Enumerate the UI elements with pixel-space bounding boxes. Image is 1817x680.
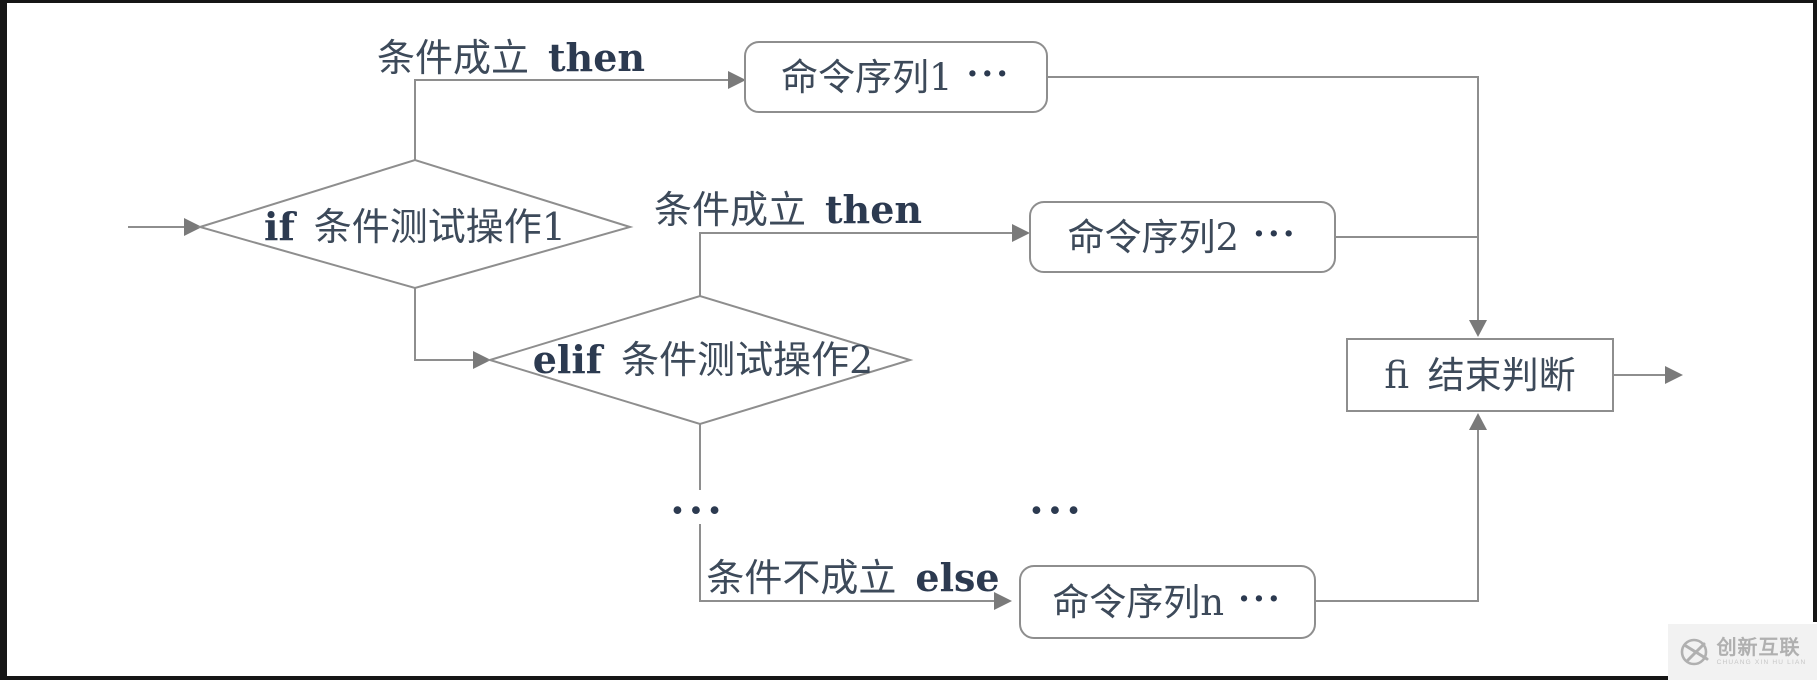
elif-arrowhead [473,351,491,369]
if-to-elif-line [414,288,473,361]
continuation-dots-left: ··· [670,486,726,535]
fi-box-shape [1346,338,1614,412]
if-diamond-shape [196,158,634,290]
boxn-shape [1019,565,1316,639]
else-cn: 条件不成立 [706,556,897,600]
else-arrowhead [994,592,1012,610]
then2-cn: 条件成立 [653,188,807,232]
start-arrowhead [184,218,202,236]
then2-arrowhead [1012,224,1030,242]
if-text: 条件测试操作1 [313,205,566,249]
else-kw: else [915,555,1000,600]
frame-left [0,0,7,680]
watermark-brand: 创新互联 [1716,636,1801,659]
fi-box-label: fi 结束判断 [1347,339,1613,411]
frame-top [0,0,1817,3]
watermark: 创新互联 CHUANG XIN HU LIAN [1668,624,1817,680]
box1-label: 命令序列1 ··· [745,42,1047,112]
box1-shape [744,41,1048,113]
watermark-text: 创新互联 CHUANG XIN HU LIAN [1717,638,1807,667]
elif-keyword: elif [532,337,603,382]
boxn-to-fi-line [1315,430,1479,602]
fi-text: 结束判断 [1427,353,1576,397]
exit-arrowhead [1665,366,1683,384]
then1-arrowhead [728,71,746,89]
box1-ellipsis: ··· [966,54,1012,94]
if-keyword: if [264,204,295,249]
boxn-label: 命令序列n ··· [1020,566,1315,638]
boxn-ellipsis: ··· [1238,579,1283,619]
elif-text: 条件测试操作2 [621,338,874,382]
fi-keyword: fi [1384,353,1410,397]
box2-ellipsis: ··· [1253,214,1298,254]
then1-line [414,79,728,160]
else-line [699,524,994,602]
elif-diamond-label: elif 条件测试操作2 [533,338,874,382]
box1-text: 命令序列1 [780,55,953,99]
box1-to-fi-line [1047,76,1479,320]
fi-top-arrowhead [1469,320,1487,337]
then2-line [699,232,1012,296]
fi-bottom-arrowhead [1469,413,1487,430]
box2-text: 命令序列2 [1067,215,1240,259]
frame-bottom [0,676,1817,680]
watermark-logo-icon [1680,638,1709,666]
then2-edge-label: 条件成立 then [653,188,922,232]
then1-kw: then [548,35,646,80]
elif-diamond-shape [486,294,914,426]
watermark-subtext: CHUANG XIN HU LIAN [1716,658,1807,666]
then1-cn: 条件成立 [376,36,530,80]
box2-label: 命令序列2 ··· [1030,202,1335,272]
then2-kw: then [825,187,923,232]
frame-right [1813,0,1817,622]
box2-shape [1029,201,1336,273]
else-edge-label: 条件不成立 else [706,556,999,600]
boxn-text: 命令序列n [1052,580,1225,624]
then1-edge-label: 条件成立 then [376,36,645,80]
if-diamond-label: if 条件测试操作1 [264,205,566,249]
continuation-dots-right: ··· [1029,486,1085,535]
